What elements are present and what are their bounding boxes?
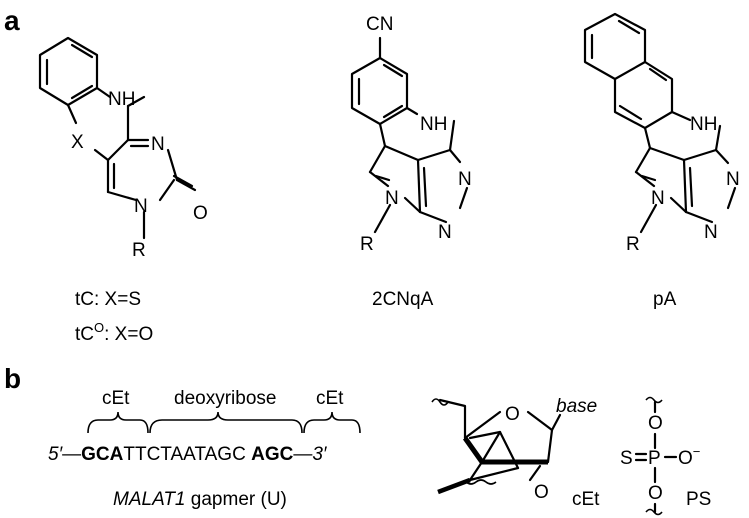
- ps-atom-o-minus: O−: [678, 444, 700, 469]
- ps-atom-s: S: [620, 448, 633, 469]
- panel-label-b: b: [4, 363, 21, 394]
- cnqa-structure: [350, 36, 469, 234]
- cet-sugar-structure: [431, 398, 562, 495]
- cnqa-caption: 2CNqA: [372, 289, 434, 310]
- gapmer-dash-right: —: [293, 444, 312, 465]
- cet-atom-o-ring: O: [505, 404, 520, 425]
- ps-o-minus-charge: −: [693, 444, 701, 459]
- ps-linkage-structure: [634, 396, 678, 516]
- gapmer-dash-left: —: [62, 444, 81, 465]
- ps-o-minus-letter: O: [678, 448, 693, 469]
- tc-atom-nh: NH: [108, 89, 135, 110]
- tc-caption-rest: : X=O: [104, 324, 153, 345]
- cnqa-atom-r: R: [360, 234, 374, 255]
- gapmer-caption-rest: gapmer (U): [186, 489, 287, 510]
- tc-atom-n-ring: N: [151, 134, 165, 155]
- gapmer-sequence: 5′—GCATTCTAATAGC AGC—3′: [48, 444, 328, 465]
- cnqa-atom-nh: NH: [420, 114, 447, 135]
- gapmer-gca: GCA: [81, 444, 124, 465]
- pa-atom-r: R: [626, 234, 640, 255]
- cet-label: cEt: [572, 489, 600, 510]
- tc-structure: [38, 36, 197, 240]
- pa-caption: pA: [653, 289, 677, 310]
- gapmer-brace-label-mid: deoxyribose: [174, 388, 276, 409]
- tc-atom-r: R: [132, 240, 146, 261]
- cnqa-atom-n-top: N: [458, 169, 472, 190]
- panel-label-a: a: [4, 5, 20, 36]
- pa-atom-n-top: N: [726, 169, 740, 190]
- tc-caption-sup: O: [94, 320, 104, 335]
- pa-structure: [583, 12, 737, 234]
- pa-atom-n-pyrrole: N: [651, 188, 665, 209]
- gapmer-caption-italic: MALAT1: [113, 489, 186, 510]
- ps-label: PS: [686, 489, 711, 510]
- cet-base-label: base: [556, 396, 597, 417]
- tc-atom-o: O: [193, 203, 208, 224]
- gapmer-five-prime: 5′: [48, 444, 64, 465]
- tc-atom-n-r: N: [134, 196, 148, 217]
- tc-caption-line2: tCO: X=O: [75, 320, 153, 345]
- cnqa-atom-cn: CN: [366, 14, 393, 35]
- gapmer-braces: [87, 411, 361, 434]
- pa-atom-nh: NH: [690, 114, 717, 135]
- cnqa-atom-n-bottom: N: [438, 222, 452, 243]
- cet-atom-o-bridge: O: [534, 482, 549, 503]
- pa-atom-n-bottom: N: [704, 222, 718, 243]
- gapmer-brace-label-left: cEt: [102, 388, 130, 409]
- gapmer-caption: MALAT1 gapmer (U): [113, 489, 287, 510]
- tc-atom-x: X: [71, 132, 84, 153]
- ps-atom-o-bottom: O: [648, 483, 663, 504]
- ps-atom-p: P: [648, 448, 661, 469]
- tc-caption-line1: tC: X=S: [75, 289, 141, 310]
- ps-atom-o-top: O: [648, 413, 663, 434]
- gapmer-three-prime: 3′: [312, 444, 328, 465]
- gapmer-middle: TTCTAATAGC: [123, 444, 245, 465]
- gapmer-agc: AGC: [251, 444, 294, 465]
- cnqa-atom-n-pyrrole: N: [385, 188, 399, 209]
- tc-caption-main: tC: [75, 324, 94, 345]
- gapmer-brace-label-right: cEt: [316, 388, 344, 409]
